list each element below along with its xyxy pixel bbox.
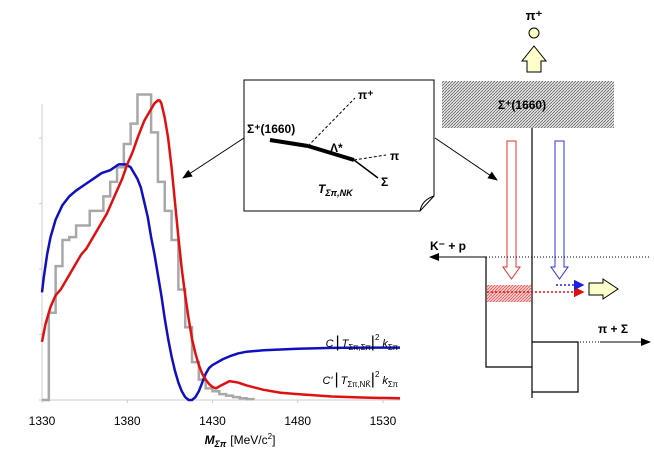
x-axis-label: MΣπ[MeV/c2] xyxy=(205,432,276,449)
top-pi-plus-label: π⁺ xyxy=(526,8,543,23)
kp-potential-well xyxy=(485,257,532,368)
pion-particle-icon xyxy=(528,27,540,39)
pisigma-threshold-label: π + Σ xyxy=(598,322,628,336)
x-tick-label: 1430 xyxy=(199,414,226,428)
upward-block-arrow-icon xyxy=(520,45,548,73)
blue-series-line xyxy=(40,163,400,402)
lambda-star-line xyxy=(307,144,355,162)
red-hollow-down-arrow-icon xyxy=(502,140,521,280)
sigma-star-line xyxy=(269,138,309,148)
y-ticks xyxy=(39,137,42,401)
sigma1660-hatched-box xyxy=(442,81,614,128)
x-tick-label: 1330 xyxy=(29,414,56,428)
inset-pi-plus-label: π⁺ xyxy=(358,88,374,102)
inset-page-curl xyxy=(419,195,435,212)
pisigma-potential-well xyxy=(532,341,579,393)
connector-arrow-left xyxy=(182,137,245,179)
kp-threshold-label: K⁻ + p xyxy=(430,239,466,253)
sigma1660-label: Σ⁺(1660) xyxy=(498,98,546,112)
inset-sigma-label: Σ xyxy=(381,175,388,189)
right-block-arrow-icon xyxy=(588,278,619,300)
x-ticks: 1330 1380 1430 1480 1530 xyxy=(29,400,397,428)
sigma-line xyxy=(353,159,379,179)
connector-arrow-right xyxy=(434,137,498,181)
x-tick-label: 1530 xyxy=(370,414,397,428)
line-chart: 1330 1380 1430 1480 1530 MΣπ[MeV/c2] C|TΣπ,Σ… xyxy=(29,93,401,449)
histogram-series xyxy=(42,93,255,402)
blue-series-label: C|TΣπ,Σπ|2kΣπ xyxy=(326,333,399,352)
series-layer xyxy=(40,93,401,402)
x-tick-label: 1380 xyxy=(114,414,141,428)
pi-plus-line xyxy=(307,97,356,147)
inset-sigma-star-label: Σ⁺(1660) xyxy=(247,122,295,136)
red-series-line xyxy=(40,99,401,400)
feynman-inset: Σ⁺(1660) Λ* π⁺ π Σ TΣπ,NK xyxy=(243,79,435,212)
inset-lambda-label: Λ* xyxy=(330,141,343,155)
red-series-label: C'|TΣπ,NK̄|2kΣπ xyxy=(322,370,398,389)
resonance-band xyxy=(487,285,531,302)
energy-level-diagram: π⁺ Σ⁺(1660) K⁻ + p π + Σ xyxy=(429,8,651,398)
inset-box xyxy=(243,79,435,212)
inset-t-label: TΣπ,NK xyxy=(318,182,354,198)
pi-line xyxy=(353,154,387,161)
inset-pi-label: π xyxy=(390,149,399,163)
blue-hollow-down-arrow-icon xyxy=(550,140,569,280)
x-tick-label: 1480 xyxy=(284,414,311,428)
